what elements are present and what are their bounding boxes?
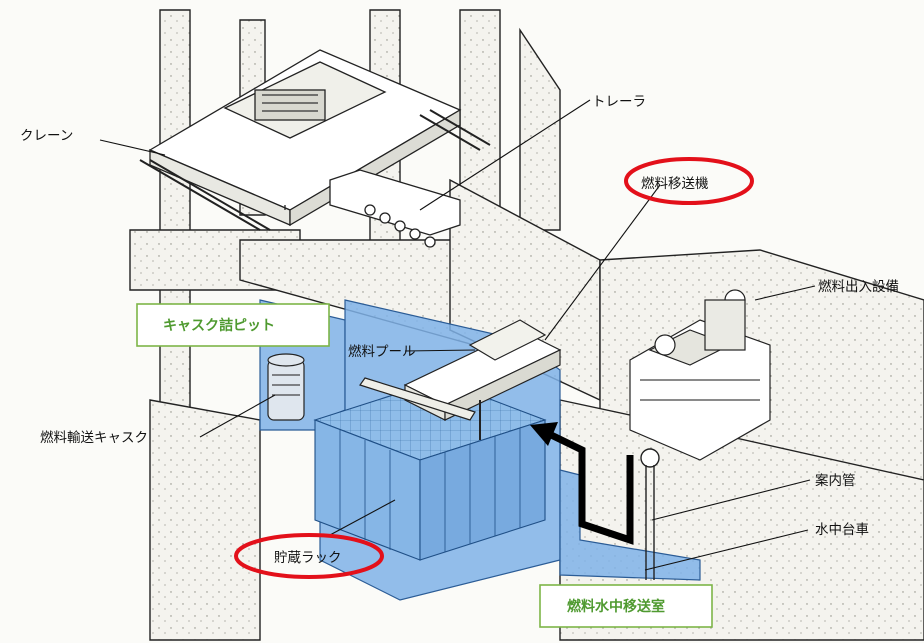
transport-cask xyxy=(267,353,305,421)
storage-rack-highlight xyxy=(234,533,384,579)
label-fuel-handling-machine: 燃料移送機 xyxy=(641,175,709,192)
label-fuel-pool: 燃料プール xyxy=(348,343,416,360)
fuel-handling-machine-highlight xyxy=(624,157,754,205)
guide-tube xyxy=(640,448,660,580)
right-upper-wall xyxy=(519,27,561,231)
callout-boxes xyxy=(136,303,713,628)
crane xyxy=(139,49,491,231)
leader-lines xyxy=(99,99,816,571)
label-guide-tube: 案内管 xyxy=(815,472,856,489)
label-underwater-cart: 水中台車 xyxy=(815,522,869,538)
label-fuel-transport-cask: 燃料輸送キャスク xyxy=(40,429,148,446)
label-fuel-in-out-facility: 燃料出入設備 xyxy=(818,278,899,295)
label-underwater-transfer-room: 燃料水中移送室 xyxy=(567,598,665,615)
highlight-ellipses xyxy=(234,157,754,579)
cask-pit-box xyxy=(136,303,330,347)
arrow-up-left-icon xyxy=(530,422,634,545)
label-storage-rack: 貯蔵ラック xyxy=(274,550,342,566)
label-trailer: トレーラ xyxy=(592,94,646,110)
trailer xyxy=(329,169,461,248)
lower-left-floor xyxy=(149,399,261,641)
label-cask-loading-pit: キャスク詰ピット xyxy=(163,317,275,334)
label-crane: クレーン xyxy=(20,128,73,144)
fuel-in-out-machinery xyxy=(629,289,771,461)
transfer-room-box xyxy=(539,584,713,628)
fuel-handling-machine xyxy=(359,319,562,440)
